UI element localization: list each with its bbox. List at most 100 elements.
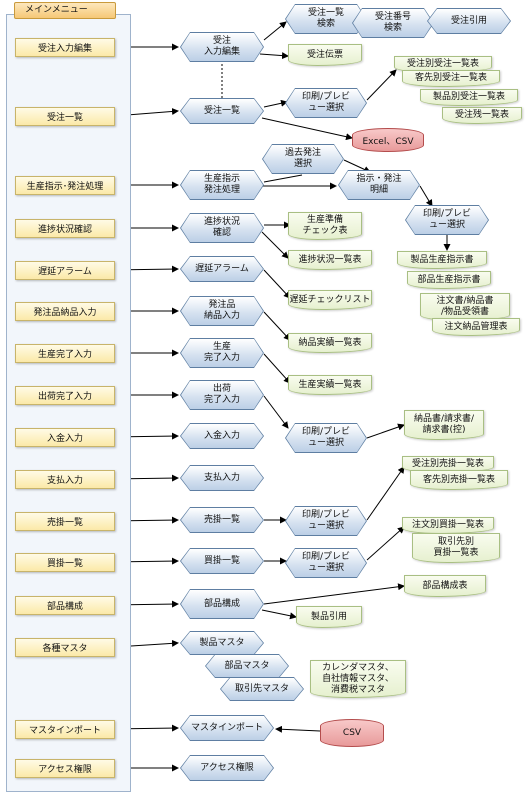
process-label: 発注品 納品入力 bbox=[181, 297, 263, 325]
document-ap-order-list: 注文別買掛一覧表 bbox=[402, 517, 494, 534]
connector bbox=[366, 466, 405, 521]
process-production[interactable]: 生産指示 発注処理 bbox=[180, 170, 264, 200]
connector bbox=[263, 21, 287, 41]
process-label: アクセス権限 bbox=[181, 756, 273, 780]
process-label: 買掛一覧 bbox=[181, 549, 263, 573]
process-print-order[interactable]: 印刷/プレビ ュー選択 bbox=[285, 88, 367, 118]
connector bbox=[366, 423, 405, 439]
connector bbox=[259, 52, 289, 60]
process-print-production[interactable]: 印刷/プレビ ュー選択 bbox=[405, 205, 489, 235]
document-ar-cust-list: 客先別売掛一覧表 bbox=[410, 470, 508, 490]
process-past-order[interactable]: 過去発注 選択 bbox=[262, 144, 344, 174]
process-order-no-search[interactable]: 受注番号 検索 bbox=[352, 8, 434, 38]
process-master-import[interactable]: マスタインポート bbox=[180, 715, 274, 741]
document-other-masters: カレンダマスタ、 自社情報マスタ、 消費税マスタ bbox=[310, 660, 406, 698]
document-invoice: 納品書/請求書/ 請求書(控) bbox=[404, 410, 484, 440]
document-backlog-list: 受注残一覧表 bbox=[442, 107, 522, 124]
process-label: 印刷/プレビ ュー選択 bbox=[286, 507, 366, 535]
process-payment[interactable]: 支払入力 bbox=[180, 465, 264, 491]
menu-item-8[interactable]: 入金入力 bbox=[15, 428, 115, 447]
process-product-master[interactable]: 製品マスタ bbox=[180, 631, 264, 655]
document-prod-order-list: 製品別受注一覧表 bbox=[420, 89, 518, 106]
menu-item-7[interactable]: 出荷完了入力 bbox=[15, 386, 115, 405]
document-delay-check: 遅延チェックリスト bbox=[288, 290, 372, 310]
process-ship-done[interactable]: 出荷 完了入力 bbox=[180, 380, 264, 410]
process-print-ap[interactable]: 印刷/プレビ ュー選択 bbox=[285, 548, 367, 578]
process-label: 生産 完了入力 bbox=[181, 339, 263, 367]
connector bbox=[261, 231, 289, 259]
document-cust-order-list-2: 客先別受注一覧表 bbox=[402, 70, 500, 87]
menu-item-2[interactable]: 生産指示･発注処理 bbox=[15, 176, 115, 195]
process-order-edit[interactable]: 受注 入力編集 bbox=[180, 32, 264, 62]
process-label: 受注引用 bbox=[428, 9, 510, 33]
process-label: 進捗状況 確認 bbox=[181, 214, 263, 242]
process-label: 受注 入力編集 bbox=[181, 33, 263, 61]
connector bbox=[263, 99, 288, 108]
process-print-ar[interactable]: 印刷/プレビ ュー選択 bbox=[285, 506, 367, 536]
connector bbox=[261, 609, 297, 620]
main-menu-title: メインメニュー bbox=[14, 2, 116, 19]
process-deposit[interactable]: 入金入力 bbox=[180, 423, 264, 449]
menu-item-4[interactable]: 遅延アラーム bbox=[15, 261, 115, 280]
process-order-search[interactable]: 受注一覧 検索 bbox=[285, 4, 367, 34]
document-parts-quote: 製品引用 bbox=[296, 606, 362, 628]
process-label: 受注一覧 検索 bbox=[286, 5, 366, 33]
store-csv: CSV bbox=[320, 719, 384, 747]
menu-item-13[interactable]: 各種マスタ bbox=[15, 638, 115, 657]
document-parts-instruction: 部品生産指示書 bbox=[407, 271, 491, 289]
process-order-quote[interactable]: 受注引用 bbox=[427, 8, 511, 34]
connector bbox=[263, 311, 291, 341]
document-order-slip: 受注伝票 bbox=[288, 44, 362, 66]
process-label: 売掛一覧 bbox=[181, 508, 263, 532]
menu-item-0[interactable]: 受注入力編集 bbox=[15, 38, 115, 57]
menu-item-9[interactable]: 支払入力 bbox=[15, 470, 115, 489]
process-ap-list[interactable]: 買掛一覧 bbox=[180, 548, 264, 574]
menu-item-5[interactable]: 発注品納品入力 bbox=[15, 302, 115, 321]
process-label: 製品マスタ bbox=[181, 632, 263, 654]
menu-item-15[interactable]: アクセス権限 bbox=[15, 759, 115, 778]
connector bbox=[419, 185, 433, 207]
menu-item-12[interactable]: 部品構成 bbox=[15, 596, 115, 615]
connector bbox=[263, 395, 289, 429]
process-bom[interactable]: 部品構成 bbox=[180, 589, 264, 619]
process-instruction-detail[interactable]: 指示・発注 明細 bbox=[338, 170, 420, 200]
process-label: 印刷/プレビ ュー選択 bbox=[286, 424, 366, 452]
menu-item-11[interactable]: 買掛一覧 bbox=[15, 553, 115, 572]
process-label: 生産指示 発注処理 bbox=[181, 171, 263, 199]
process-progress[interactable]: 進捗状況 確認 bbox=[180, 213, 264, 243]
process-label: 受注番号 検索 bbox=[353, 9, 433, 37]
process-prod-done[interactable]: 生産 完了入力 bbox=[180, 338, 264, 368]
process-label: 支払入力 bbox=[181, 466, 263, 490]
menu-item-10[interactable]: 売掛一覧 bbox=[15, 512, 115, 531]
process-label: 入金入力 bbox=[181, 424, 263, 448]
menu-item-6[interactable]: 生産完了入力 bbox=[15, 344, 115, 363]
process-label: 印刷/プレビ ュー選択 bbox=[286, 89, 366, 117]
document-bom-list: 部品構成表 bbox=[404, 575, 486, 597]
process-label: 過去発注 選択 bbox=[263, 145, 343, 173]
document-delivery-results: 納品実績一覧表 bbox=[288, 333, 372, 353]
process-order-list[interactable]: 受注一覧 bbox=[180, 98, 264, 124]
connector bbox=[263, 269, 291, 299]
process-label: 出荷 完了入力 bbox=[181, 381, 263, 409]
process-supplier-master[interactable]: 取引先マスタ bbox=[220, 677, 304, 701]
process-label: 印刷/プレビ ュー選択 bbox=[286, 549, 366, 577]
process-label: 取引先マスタ bbox=[221, 678, 303, 700]
process-access[interactable]: アクセス権限 bbox=[180, 755, 274, 781]
document-po-doc: 注文書/納品書 /物品受領書 bbox=[420, 293, 510, 321]
process-delay[interactable]: 遅延アラーム bbox=[180, 256, 264, 282]
menu-item-14[interactable]: マスタインポート bbox=[15, 720, 115, 739]
process-label: 遅延アラーム bbox=[181, 257, 263, 281]
process-label: マスタインポート bbox=[181, 716, 273, 740]
connector bbox=[263, 583, 405, 605]
process-print-ship[interactable]: 印刷/プレビ ュー選択 bbox=[285, 423, 367, 453]
menu-item-1[interactable]: 受注一覧 bbox=[15, 107, 115, 126]
connector bbox=[263, 174, 303, 183]
process-po-receipt[interactable]: 発注品 納品入力 bbox=[180, 296, 264, 326]
process-parts-master[interactable]: 部品マスタ bbox=[205, 654, 289, 678]
connector bbox=[275, 725, 321, 733]
connector bbox=[366, 69, 397, 101]
process-ar-list[interactable]: 売掛一覧 bbox=[180, 507, 264, 533]
menu-item-3[interactable]: 進捗状況確認 bbox=[15, 219, 115, 238]
document-po-mgmt: 注文納品管理表 bbox=[432, 318, 520, 336]
connector bbox=[261, 117, 353, 141]
